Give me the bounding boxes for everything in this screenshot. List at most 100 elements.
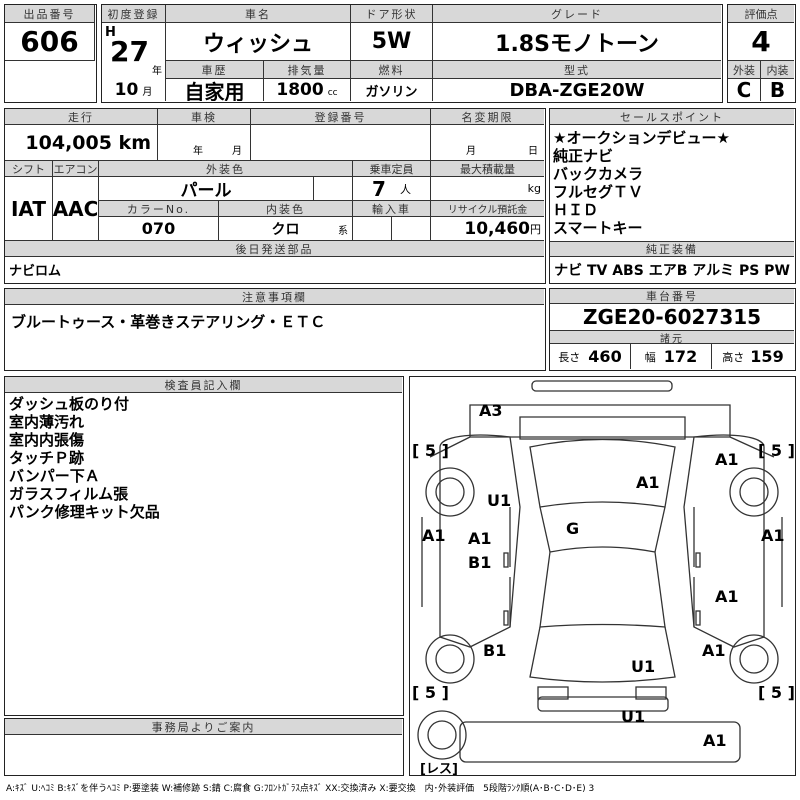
panel-rating: [ 5 ]	[412, 683, 449, 702]
sales-point: フルセグＴＶ	[553, 183, 644, 201]
damage-label: A1	[715, 450, 739, 469]
int-color-label: 内装色	[219, 201, 353, 217]
history-label: 車歴	[166, 61, 264, 79]
int-color-value: クロ	[271, 221, 300, 238]
damage-diagram: A3 [ 5 ] [ 5 ] A1 A1 U1 G A1 A1 A1 B1 A1…	[409, 376, 796, 777]
lot-box: 出品番号 606	[4, 4, 97, 103]
notes-label: 注意事項欄	[5, 289, 544, 305]
inspection-year-unit: 年	[193, 146, 203, 157]
ext-color-label: 外装色	[99, 161, 353, 177]
model-label: 型式	[433, 61, 721, 79]
spare-tire-note: [レス]	[420, 762, 458, 777]
vehicle-info: 初度登録 車名 ドア形状 グレード H 27 年 ウィッシュ 5W 1.8Sモノ…	[101, 4, 723, 103]
panel-rating: [ 5 ]	[412, 441, 449, 460]
sales-points-box: セールスポイント ★オークションデビュー★ 純正ナビ バックカメラ フルセグＴＶ…	[549, 108, 796, 284]
ac-label: エアコン	[53, 161, 99, 177]
first-reg-month: 10 月	[102, 79, 166, 101]
import-label: 輸入車	[353, 201, 431, 217]
shift-label: シフト	[5, 161, 53, 177]
reg-no-value	[251, 125, 431, 161]
history: 自家用	[166, 79, 264, 101]
damage-label: G	[566, 519, 580, 538]
damage-label: A1	[702, 641, 726, 660]
office-box: 事務局よりご案内	[4, 718, 404, 776]
int-score: B	[769, 79, 786, 101]
car-name-label: 車名	[166, 5, 351, 23]
max-load-label: 最大積載量	[431, 161, 544, 177]
genuine-equipment: ナビ TV ABS エアB アルミ PS PW	[554, 262, 790, 279]
inspector-notes: ダッシュ板のり付 室内薄汚れ 室内内張傷 タッチＰ跡 バンパー下Ａ ガラスフィル…	[9, 395, 160, 521]
width-label: 幅	[644, 350, 656, 364]
damage-label: A1	[715, 587, 739, 606]
later-parts-label: 後日発送部品	[5, 241, 544, 257]
overall-score: 4	[728, 23, 794, 61]
model-code: DBA-ZGE20W	[509, 79, 645, 101]
door-type: 5W	[351, 23, 433, 61]
door-label: ドア形状	[351, 5, 433, 23]
height-value: 159	[750, 347, 784, 366]
month: 10	[114, 80, 139, 100]
damage-label: U1	[631, 657, 656, 676]
sales-point: ＨＩＤ	[553, 201, 599, 219]
mileage: 104,005 km	[5, 125, 158, 161]
damage-label: A3	[479, 401, 503, 420]
genuine-label: 純正装備	[550, 241, 794, 257]
lot-number: 606	[5, 23, 95, 61]
sales-point: 純正ナビ	[553, 147, 614, 165]
displacement-label: 排気量	[264, 61, 351, 79]
color-no-label: カラーNo.	[99, 201, 219, 217]
era: H	[105, 25, 116, 40]
grade-label: グレード	[433, 5, 721, 23]
inspector-note: バンパー下Ａ	[9, 467, 100, 485]
damage-label: A1	[468, 529, 492, 548]
int-score-label: 内装	[761, 61, 794, 79]
int-color: クロ 系	[219, 217, 353, 241]
specs-label: 諸元	[550, 331, 794, 344]
import-cell-1	[353, 217, 392, 241]
displacement-value: 1800	[276, 80, 324, 100]
recycle-value: 10,460	[464, 218, 530, 239]
damage-label: U1	[621, 707, 646, 726]
inspector-note: 室内内張傷	[9, 431, 85, 449]
reg-no-label: 登録番号	[251, 109, 431, 125]
damage-label: B1	[468, 553, 492, 572]
recycle-label: リサイクル預託金	[431, 201, 544, 217]
inspector-note: 室内薄汚れ	[9, 413, 85, 431]
ac: AAC	[53, 177, 99, 241]
inspector-note: パンク修理キット欠品	[9, 503, 160, 521]
sales-point: バックカメラ	[553, 165, 644, 183]
capacity-value: 7	[372, 177, 386, 201]
car-outline	[417, 380, 783, 763]
notes: ブルートゥース・革巻きステアリング・ＥＴＣ	[11, 313, 326, 331]
panel-rating: [ 5 ]	[758, 441, 795, 460]
month-unit: 月	[142, 86, 153, 98]
sales-points-list: ★オークションデビュー★ 純正ナビ バックカメラ フルセグＴＶ ＨＩＤ スマート…	[553, 129, 730, 237]
shift: IAT	[5, 177, 53, 241]
first-reg-label: 初度登録	[102, 5, 166, 23]
car-name: ウィッシュ	[166, 23, 351, 61]
sales-point: スマートキー	[553, 219, 643, 237]
inspection-month-unit: 月	[232, 146, 242, 157]
ext-color: パール	[99, 177, 314, 201]
score-label: 評価点	[728, 5, 794, 23]
inspection-label: 車検	[158, 109, 251, 125]
import-cell-2	[392, 217, 431, 241]
damage-label: A1	[703, 731, 727, 750]
inspection-date: 年 月	[158, 125, 251, 161]
recycle-fee: 10,460 円	[431, 217, 544, 241]
damage-label: U1	[487, 491, 512, 510]
int-color-unit: 系	[338, 226, 348, 237]
displacement-unit: cc	[327, 88, 338, 98]
color-no: 070	[99, 217, 219, 241]
displacement: 1800 cc	[264, 79, 351, 101]
max-load: kg	[431, 177, 544, 201]
damage-label: A1	[636, 473, 660, 492]
inspector-note: タッチＰ跡	[9, 449, 85, 467]
ext-score-label: 外装	[728, 61, 761, 79]
office-label: 事務局よりご案内	[5, 719, 402, 735]
mileage-label: 走行	[5, 109, 158, 125]
first-reg-year: H 27 年	[102, 23, 166, 79]
